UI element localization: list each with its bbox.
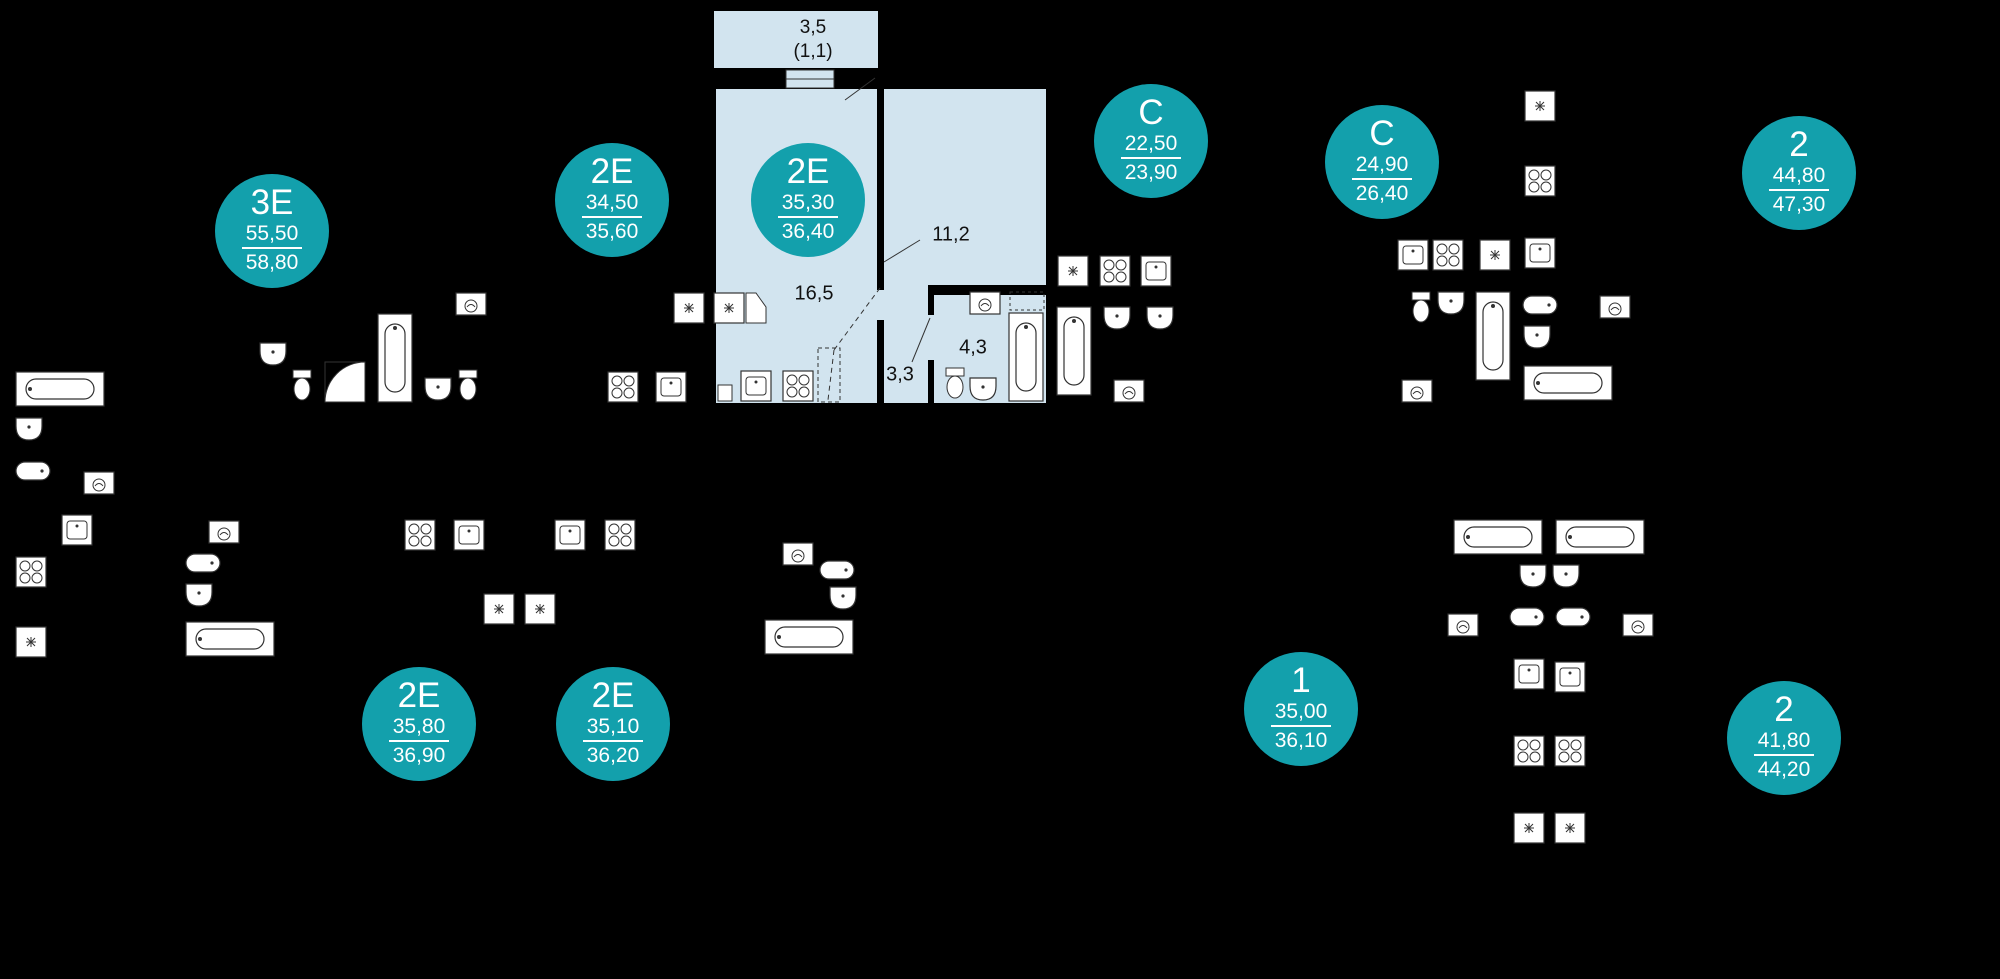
apartment-badge-3e[interactable]: 3E 55,50 58,80: [215, 174, 329, 288]
apartment-area-total: 36,40: [781, 220, 835, 243]
apartment-area-total: 35,60: [585, 220, 639, 243]
apartment-area-living: 44,80: [1769, 164, 1829, 191]
room-balcony-label: 3,5 (1,1): [793, 16, 832, 64]
apartment-area-living: 35,30: [778, 191, 838, 218]
apartment-type: 2: [1789, 125, 1809, 164]
apartment-area-total: 36,90: [392, 744, 446, 767]
apartment-type: 2E: [397, 676, 441, 715]
apartment-area-living: 22,50: [1121, 132, 1181, 159]
apartment-type: 2E: [786, 152, 830, 191]
balcony-area: 3,5: [799, 17, 827, 38]
apartment-area-living: 35,10: [583, 715, 643, 742]
room-hall-area: 3,3: [886, 363, 914, 386]
room-bedroom-area: 11,2: [932, 223, 970, 246]
apartment-badge-2[interactable]: 2 41,80 44,20: [1727, 681, 1841, 795]
apartment-area-living: 34,50: [582, 191, 642, 218]
apartment-area-total: 44,20: [1757, 758, 1811, 781]
apartment-type: 3E: [250, 183, 294, 222]
apartment-type: 1: [1291, 661, 1311, 700]
room-bathroom-area: 4,3: [959, 336, 987, 359]
apartment-area-living: 35,80: [389, 715, 449, 742]
apartment-area-living: 24,90: [1352, 153, 1412, 180]
apartment-badge-2e[interactable]: 2E 34,50 35,60: [555, 143, 669, 257]
apartment-badge-2e[interactable]: 2E 35,80 36,90: [362, 667, 476, 781]
apartment-type: C: [1138, 93, 1164, 132]
apartment-type: 2: [1774, 690, 1794, 729]
apartment-badge-2e-selected[interactable]: 2E 35,30 36,40: [751, 143, 865, 257]
apartment-area-living: 55,50: [242, 222, 302, 249]
apartment-area-total: 23,90: [1124, 161, 1178, 184]
room-living-area: 16,5: [794, 282, 834, 305]
apartment-badge-2e[interactable]: 2E 35,10 36,20: [556, 667, 670, 781]
apartment-area-total: 26,40: [1355, 182, 1409, 205]
apartment-area-living: 35,00: [1271, 700, 1331, 727]
apartment-type: C: [1369, 114, 1395, 153]
apartment-badge-c[interactable]: C 22,50 23,90: [1094, 84, 1208, 198]
apartment-badge-1[interactable]: 1 35,00 36,10: [1244, 652, 1358, 766]
apartment-area-living: 41,80: [1754, 729, 1814, 756]
apartment-badge-c[interactable]: C 24,90 26,40: [1325, 105, 1439, 219]
apartment-type: 2E: [591, 676, 635, 715]
balcony-area-sub: (1,1): [793, 41, 833, 62]
apartment-badge-2[interactable]: 2 44,80 47,30: [1742, 116, 1856, 230]
apartment-area-total: 36,20: [586, 744, 640, 767]
apartment-area-total: 58,80: [245, 251, 299, 274]
apartment-type: 2E: [590, 152, 634, 191]
apartment-area-total: 47,30: [1772, 193, 1826, 216]
apartment-area-total: 36,10: [1274, 729, 1328, 752]
